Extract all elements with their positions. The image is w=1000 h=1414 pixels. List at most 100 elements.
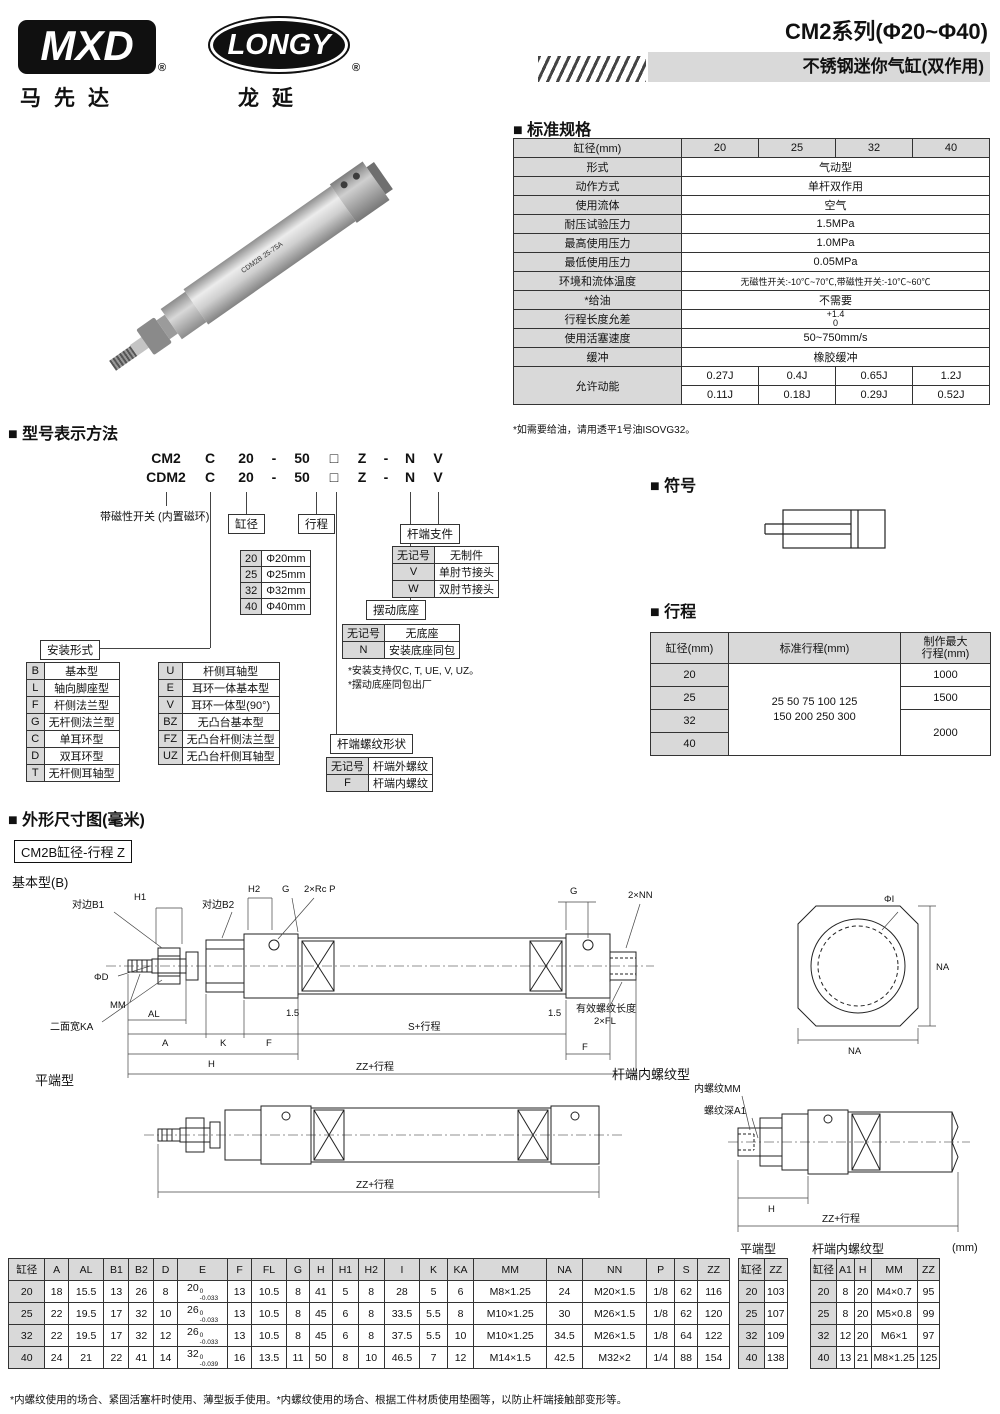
table-cell: 无记号 bbox=[326, 757, 369, 775]
table-cell: 单肘节接头 bbox=[434, 563, 499, 581]
table-cell: P bbox=[646, 1258, 675, 1281]
table-cell: ZZ bbox=[764, 1258, 788, 1281]
table-cell: 64 bbox=[673, 1324, 699, 1347]
dim-label: S+行程 bbox=[408, 1020, 441, 1033]
flat-table-title: 平端型 bbox=[740, 1242, 777, 1256]
dim-label: 2×FL bbox=[594, 1016, 616, 1027]
table-row: 缓冲橡胶缓冲 bbox=[513, 347, 990, 367]
mxd-chinese-name: 马先达 bbox=[20, 87, 122, 110]
table-cell: 15.5 bbox=[67, 1280, 105, 1303]
table-cell: 8 bbox=[357, 1324, 385, 1347]
table-cell: 32 bbox=[810, 1324, 837, 1347]
table-row: *给油不需要 bbox=[513, 290, 990, 310]
connector-line bbox=[316, 492, 317, 514]
connector-line bbox=[438, 492, 439, 524]
table-row: 无记号无底座 bbox=[342, 624, 460, 642]
table-cell: A1 bbox=[836, 1258, 855, 1281]
table-cell: 24 bbox=[546, 1280, 583, 1303]
cylinder-symbol bbox=[764, 509, 886, 549]
table-cell: 32 bbox=[239, 582, 263, 599]
table-cell: 20 bbox=[238, 450, 254, 466]
table-cell: S bbox=[673, 1258, 699, 1281]
table-cell: H bbox=[853, 1258, 872, 1281]
table-cell: UZ bbox=[158, 747, 183, 765]
table-cell: 12 bbox=[153, 1324, 178, 1347]
table-row: 缸径(mm) 20 25 32 40 bbox=[513, 138, 990, 158]
table-cell: 50 bbox=[294, 450, 310, 466]
table-cell: 30 bbox=[546, 1302, 583, 1325]
table-cell: 18 bbox=[44, 1280, 69, 1303]
longy-registered-mark: ® bbox=[352, 62, 361, 74]
table-cell: 20 bbox=[238, 469, 254, 485]
table-cell: N bbox=[404, 469, 416, 485]
table-cell: 无制件 bbox=[434, 546, 499, 564]
barrel-marking: CDM2B 25-75A bbox=[240, 241, 285, 275]
dim-label: AL bbox=[148, 1009, 160, 1020]
table-cell: - bbox=[383, 450, 389, 466]
table-cell: 25 bbox=[810, 1302, 837, 1325]
dim-label: K bbox=[220, 1038, 227, 1049]
specs-table: 缸径(mm) 20 25 32 40 形式气动型 动作方式单杆双作用 使用流体空… bbox=[513, 138, 990, 405]
magnet-switch-note: 带磁性开关 (内置磁环) bbox=[100, 511, 210, 523]
dim-label: MM bbox=[110, 1000, 126, 1011]
table-row: 40 bbox=[650, 732, 991, 756]
table-cell: FZ bbox=[158, 730, 183, 748]
table-cell: 25 bbox=[7, 1302, 46, 1325]
mounting-tag: 安装形式 bbox=[40, 640, 100, 660]
table-cell: - bbox=[271, 469, 277, 485]
table-cell: FL bbox=[250, 1258, 288, 1281]
table-cell: 22 bbox=[44, 1324, 69, 1347]
table-cell: 21 bbox=[853, 1346, 872, 1369]
table-cell: 32 bbox=[738, 1324, 765, 1347]
table-cell: BZ bbox=[158, 713, 183, 731]
table-cell: B bbox=[26, 662, 45, 680]
table-cell: 13.5 bbox=[250, 1346, 288, 1369]
table-cell: 17 bbox=[103, 1324, 130, 1347]
table-row: 行程长度允差+1.4 0 bbox=[513, 309, 990, 329]
basic-type-drawing: 对边B1 H1 对边B2 H2 G 2×Rc P G 2×NN 有效螺纹长度 2… bbox=[50, 884, 950, 1078]
table-cell: 154 bbox=[697, 1346, 730, 1369]
table-cell: 22 bbox=[44, 1302, 69, 1325]
dim-label: ΦI bbox=[884, 894, 894, 905]
table-cell: 12 bbox=[836, 1324, 855, 1347]
table-cell: 双肘节接头 bbox=[434, 580, 499, 598]
table-cell: 20 bbox=[853, 1302, 872, 1325]
table-cell: U bbox=[158, 662, 183, 680]
table-cell: 8 bbox=[286, 1324, 310, 1347]
table-cell: 5.5 bbox=[419, 1302, 448, 1325]
table-cell: - bbox=[383, 469, 389, 485]
table-cell: 20 bbox=[853, 1280, 872, 1303]
table-cell: 10 bbox=[357, 1346, 385, 1369]
table-cell: CM2 bbox=[151, 450, 181, 466]
table-cell: 13 bbox=[227, 1280, 252, 1303]
table-cell: E bbox=[176, 1258, 229, 1281]
dim-label: H bbox=[768, 1204, 775, 1215]
table-cell: 双耳环型 bbox=[43, 747, 120, 765]
dim-label: G bbox=[570, 886, 577, 897]
table-cell: 8 bbox=[836, 1280, 855, 1303]
dim-label: H1 bbox=[134, 892, 146, 903]
dim-label: 2×NN bbox=[628, 890, 653, 901]
table-cell: 1/4 bbox=[646, 1346, 675, 1369]
table-cell: 轴向脚座型 bbox=[43, 679, 120, 697]
table-cell: M32×2 bbox=[581, 1346, 648, 1369]
table-cell: Φ40mm bbox=[261, 598, 311, 615]
